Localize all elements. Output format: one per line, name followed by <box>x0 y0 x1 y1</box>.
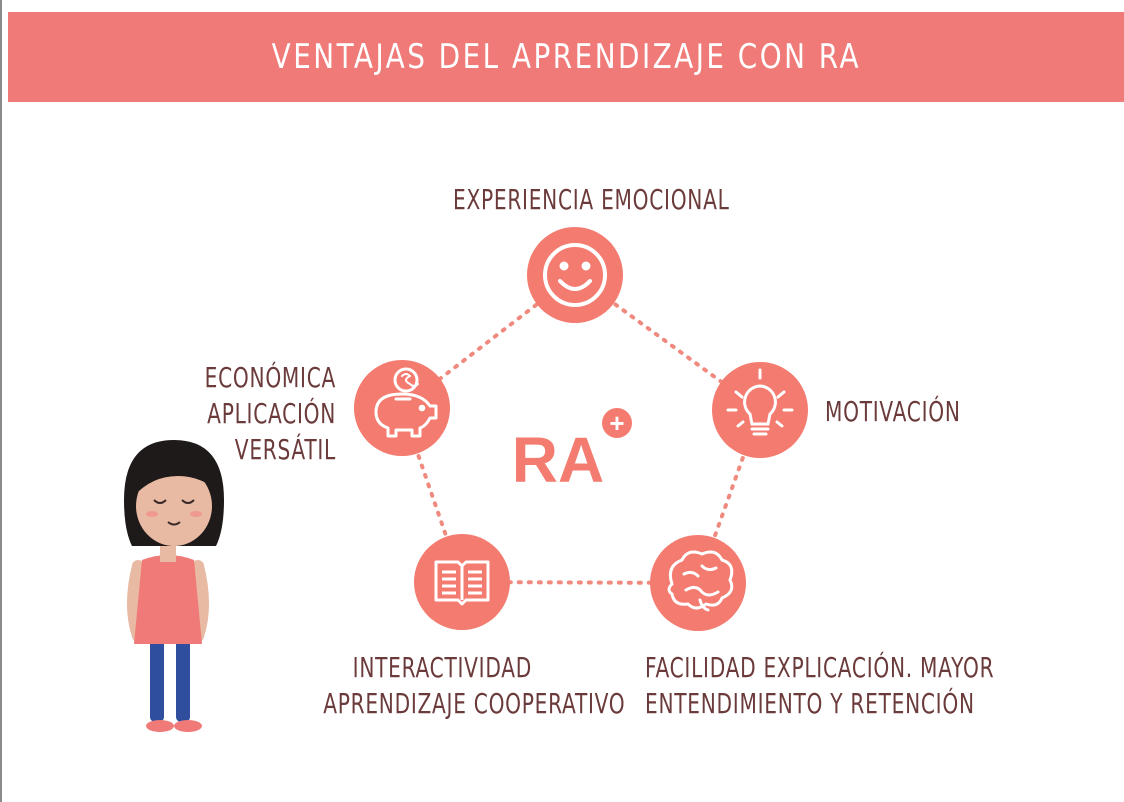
header-banner: VENTAJAS DEL APRENDIZAJE CON RA <box>8 12 1124 102</box>
ra-plus-logo: RA + <box>512 408 632 496</box>
node-motivacion <box>712 362 808 458</box>
piggy-bank-icon <box>374 367 438 438</box>
plus-sign: + <box>609 408 624 438</box>
open-book-icon <box>434 560 490 606</box>
label-interactividad: INTERACTIVIDAD APRENDIZAJE COOPERATIVO <box>323 651 626 720</box>
lightbulb-icon <box>726 368 794 436</box>
node-economica <box>354 360 450 456</box>
label-economica: ECONÓMICA APLICACIÓN VERSÁTIL <box>204 361 336 466</box>
ra-logo-text: RA <box>512 424 604 496</box>
page-title: VENTAJAS DEL APRENDIZAJE CON RA <box>271 37 861 77</box>
node-facilidad <box>650 535 746 631</box>
node-experiencia <box>527 227 623 323</box>
label-facilidad: FACILIDAD EXPLICACIÓN. MAYOR ENTENDIMIEN… <box>645 651 995 720</box>
plus-badge <box>602 408 632 438</box>
label-experiencia: EXPERIENCIA EMOCIONAL <box>453 183 730 216</box>
girl-illustration <box>124 440 224 732</box>
smiley-face-icon <box>543 243 607 307</box>
brain-icon <box>667 550 734 612</box>
label-motivacion: MOTIVACIÓN <box>825 395 961 428</box>
node-interactividad <box>414 534 510 630</box>
